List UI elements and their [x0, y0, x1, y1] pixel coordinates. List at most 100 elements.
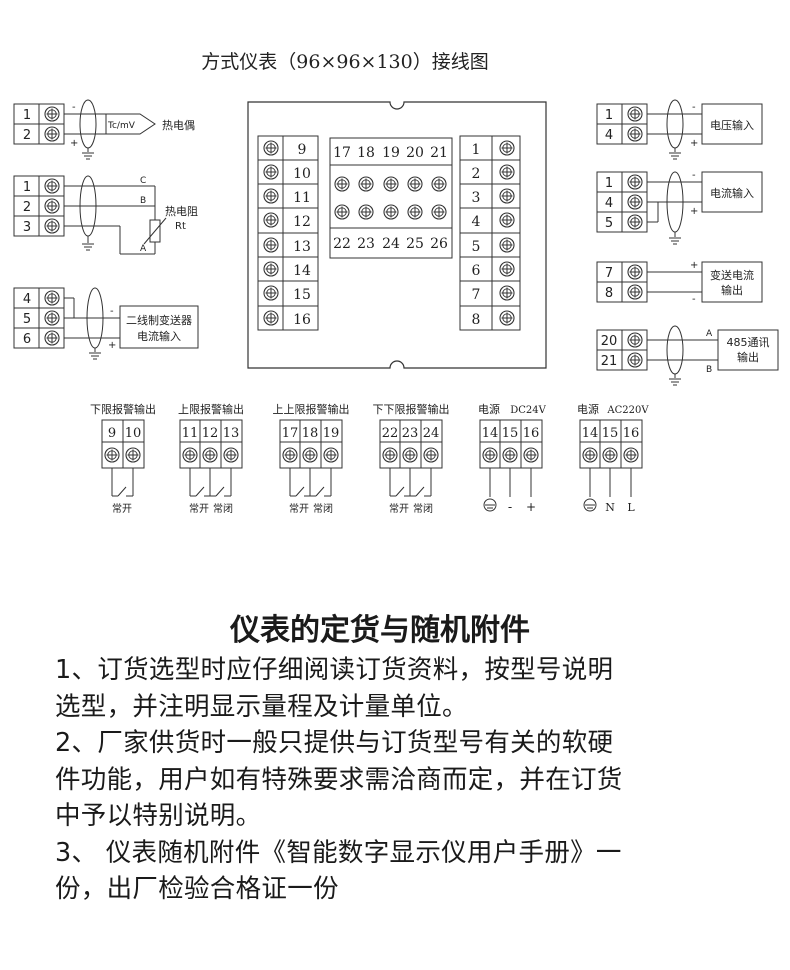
- polarity-minus: -: [72, 102, 76, 113]
- note-line: 1、订货选型时应仔细阅读订货资料，按型号说明: [55, 655, 614, 685]
- wire-label-b: B: [706, 365, 712, 375]
- contact-nc-label: 常闭: [313, 502, 333, 515]
- screw-terminal: [627, 126, 643, 142]
- meter-terminal-r4: 4: [472, 214, 481, 230]
- diagram-title: 方式仪表（96×96×130）接线图: [201, 51, 488, 73]
- terminal-label: 3: [23, 220, 31, 235]
- polarity-plus: +: [690, 206, 698, 217]
- screw-terminal: [582, 447, 598, 463]
- group-label: 上限报警输出: [178, 402, 244, 416]
- terminal-label: 1: [23, 108, 31, 123]
- contact-nc-label: 常闭: [413, 502, 433, 515]
- terminal-label: 11: [182, 426, 199, 441]
- screw-terminal: [627, 264, 643, 280]
- terminal-label: 21: [601, 354, 618, 369]
- meter-terminal-11: 11: [293, 190, 311, 206]
- meter-panel: [247, 101, 547, 369]
- screw-terminal: [44, 106, 60, 122]
- meter-right-column: [459, 135, 521, 331]
- screw-terminal: [602, 447, 618, 463]
- terminal-label: 1: [605, 108, 613, 123]
- screw-terminal: [627, 194, 643, 210]
- meter-terminal-22: 22: [333, 236, 351, 252]
- contact-no-label: 常开: [389, 502, 409, 515]
- note-line: 件功能，用户如有特殊要求需洽商而定，并在订货: [55, 764, 623, 795]
- screw-terminal: [263, 310, 279, 326]
- meter-terminal-20: 20: [406, 145, 424, 161]
- ground-icon: [668, 152, 682, 160]
- ground-icon: [81, 243, 95, 251]
- meter-terminal-r3: 3: [472, 190, 481, 206]
- screw-terminal: [44, 178, 60, 194]
- rtd-label: 热电阻: [165, 205, 198, 218]
- ordering-notes: 1、订货选型时应仔细阅读订货资料，按型号说明 选型，并注明显示量程及计量单位。 …: [55, 652, 745, 908]
- terminal-label: 16: [523, 426, 540, 441]
- screw-terminal: [627, 106, 643, 122]
- terminal-label: 15: [602, 426, 619, 441]
- meter-terminal-15: 15: [293, 287, 311, 303]
- voltage-input-group: [596, 99, 763, 152]
- note-line: 2、厂家供货时一般只提供与订货型号有关的软硬: [55, 728, 614, 758]
- screw-terminal: [627, 332, 643, 348]
- wire-label-a: A: [706, 329, 713, 339]
- screw-terminal: [358, 176, 374, 192]
- power-ac220v-group: 电源 AC220V 14 15 16 N L: [577, 402, 649, 514]
- note-line: 3、 仪表随机附件《智能数字显示仪用户手册》一: [55, 837, 622, 868]
- screw-terminal: [499, 164, 515, 180]
- screw-terminal: [223, 447, 239, 463]
- polarity-minus: -: [692, 294, 696, 305]
- screw-terminal: [499, 212, 515, 228]
- thermocouple-group: [13, 99, 156, 152]
- screw-terminal: [44, 126, 60, 142]
- screw-terminal: [499, 310, 515, 326]
- retransmit-output-group: [596, 261, 763, 303]
- ground-icon: [88, 352, 102, 360]
- screw-terminal: [499, 140, 515, 156]
- ground-icon: [81, 152, 95, 160]
- high-alarm-output-group: 上限报警输出 11 12 13 常开 常闭: [178, 402, 244, 515]
- screw-terminal: [44, 330, 60, 346]
- terminal-label: 19: [323, 426, 340, 441]
- meter-middle-block: [329, 137, 453, 259]
- screw-terminal: [423, 447, 439, 463]
- rtd-symbol-label: Rt: [175, 221, 186, 232]
- meter-terminal-r6: 6: [472, 263, 481, 279]
- meter-terminal-26: 26: [430, 236, 448, 252]
- screw-terminal: [482, 447, 498, 463]
- polarity-plus: +: [108, 340, 116, 351]
- rs485-sublabel: 输出: [737, 350, 759, 364]
- screw-terminal: [44, 218, 60, 234]
- meter-middle-screws: [334, 176, 447, 220]
- wire-label-b: B: [140, 196, 146, 206]
- screw-terminal: [431, 176, 447, 192]
- terminal-label: 8: [605, 286, 613, 301]
- voltage-input-label: 电压输入: [710, 118, 754, 132]
- screw-terminal: [302, 447, 318, 463]
- transmitter-group: [13, 287, 199, 352]
- power-dc24v-group: 电源 DC24V 14 15 16 - +: [478, 402, 547, 514]
- terminal-label: 9: [108, 426, 116, 441]
- terminal-label: 5: [23, 312, 31, 327]
- retransmit-label: 变送电流: [710, 268, 754, 282]
- terminal-label: 1: [605, 176, 613, 191]
- note-line: 中予以特别说明。: [55, 801, 262, 831]
- meter-terminal-r5: 5: [472, 239, 481, 255]
- terminal-label: 22: [382, 426, 399, 441]
- screw-terminal: [104, 447, 120, 463]
- meter-terminal-24: 24: [382, 236, 400, 252]
- screw-terminal: [627, 284, 643, 300]
- ground-icon: [668, 237, 682, 245]
- screw-terminal: [383, 176, 399, 192]
- screw-terminal: [44, 198, 60, 214]
- group-label: 电源: [577, 402, 599, 416]
- screw-terminal: [263, 188, 279, 204]
- contact-nc-label: 常闭: [213, 502, 233, 515]
- polarity-minus: -: [110, 306, 114, 317]
- screw-terminal: [499, 285, 515, 301]
- thermocouple-label: 热电偶: [162, 119, 195, 132]
- rtd-group: [13, 175, 167, 255]
- terminal-label: 18: [302, 426, 319, 441]
- low-alarm-output-group: 下限报警输出 9 10 常开: [90, 402, 156, 515]
- terminal-label: 10: [125, 426, 142, 441]
- screw-terminal: [627, 214, 643, 230]
